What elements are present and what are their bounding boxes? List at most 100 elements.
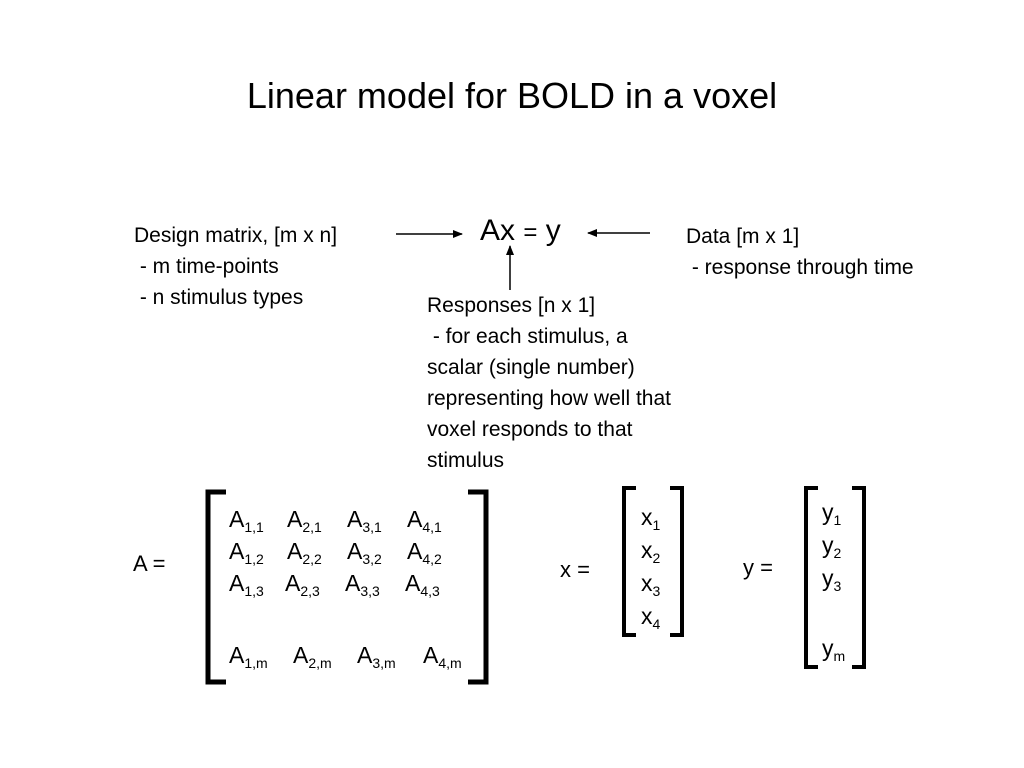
matrix-a-entry-subscript: 4,m [438, 655, 462, 671]
matrix-a-entry: A2,1 [287, 503, 322, 535]
vector-x-right-bracket [670, 486, 684, 637]
vector-y-row: ym [822, 632, 845, 665]
vector-x-entry-subscript: 2 [652, 550, 661, 566]
vector-x-entry-base: x [641, 537, 653, 563]
vector-y-entry-subscript: 2 [833, 545, 842, 561]
vector-y-left-bracket [804, 486, 818, 669]
responses-line: - for each stimulus, a [427, 325, 628, 348]
equation: Ax = y [480, 214, 561, 250]
matrix-a-label: A = [133, 551, 166, 576]
matrix-a-left-bracket [205, 489, 226, 685]
matrix-a-entry: A1,1 [229, 503, 264, 535]
equation-operator: = [523, 219, 538, 246]
matrix-a-entry-base: A [229, 506, 245, 532]
vector-y-entry-base: y [822, 565, 834, 591]
vector-y-row: y2 [822, 529, 841, 562]
responses-line: voxel responds to that [427, 418, 633, 441]
matrix-a-entry-subscript: 4,1 [422, 519, 442, 535]
matrix-a-entry: A2,3 [285, 567, 320, 599]
matrix-a-entry: A3,2 [347, 535, 382, 567]
vector-y-entry-subscript: m [833, 648, 846, 664]
vector-x-left-bracket [622, 486, 636, 637]
responses-line: Responses [n x 1] [427, 294, 596, 317]
vector-x-entry: x2 [641, 534, 660, 566]
vector-x-row: x2 [641, 534, 660, 567]
matrix-a-entry: A1,2 [229, 535, 264, 567]
matrix-a-entry-subscript: 1,3 [244, 583, 264, 599]
vector-x-row: x3 [641, 567, 660, 600]
matrix-a-entry-subscript: 4,2 [422, 551, 442, 567]
data-note: Data [m x 1] - response through time [686, 221, 914, 283]
matrix-a-entry-base: A [357, 642, 373, 668]
responses-line: representing how well that [427, 387, 671, 410]
matrix-a-entry-base: A [347, 538, 363, 564]
matrix-a-entry-subscript: 3,3 [360, 583, 380, 599]
matrix-a-entry: A4,3 [405, 567, 440, 599]
design-matrix-line: Design matrix, [m x n] [134, 224, 338, 247]
vector-x-entry: x3 [641, 567, 660, 599]
equation-lhs: Ax [480, 214, 516, 247]
matrix-a-entry: A1,3 [229, 567, 264, 599]
slide-title: Linear model for BOLD in a voxel [246, 75, 778, 116]
vector-y-row: y1 [822, 496, 841, 529]
design-matrix-note: Design matrix, [m x n] - m time-points -… [134, 220, 337, 313]
vector-y-entry-base: y [822, 532, 834, 558]
vector-x-entry: x1 [641, 501, 660, 533]
vector-x-label: x = [560, 557, 590, 582]
matrix-a-entry-subscript: 1,m [244, 655, 268, 671]
matrix-a-entry: A4,m [423, 639, 462, 671]
vector-y-row: y3 [822, 562, 841, 595]
matrix-a-entry-subscript: 1,1 [244, 519, 264, 535]
vector-y-entry: ym [822, 632, 845, 664]
matrix-a-entry-base: A [405, 570, 421, 596]
matrix-a-entry-base: A [347, 506, 363, 532]
matrix-a-entry-base: A [229, 538, 245, 564]
matrix-a-entry: A2,m [293, 639, 332, 671]
vector-y-entry-subscript: 3 [833, 578, 842, 594]
vector-y-entry: y2 [822, 529, 841, 561]
matrix-a-entry-subscript: 4,3 [420, 583, 440, 599]
vector-y-label: y = [743, 555, 773, 580]
matrix-a-entry: A3,3 [345, 567, 380, 599]
matrix-a-entry-base: A [407, 538, 423, 564]
matrix-a-entry: A3,1 [347, 503, 382, 535]
matrix-a-entry-subscript: 2,3 [300, 583, 320, 599]
equation-rhs: y [545, 214, 561, 247]
matrix-a-entry-subscript: 3,2 [362, 551, 382, 567]
responses-note: Responses [n x 1] - for each stimulus, a… [427, 290, 671, 476]
matrix-a-entry-base: A [345, 570, 361, 596]
vector-x-entry: x4 [641, 600, 660, 632]
matrix-a-entry-base: A [287, 538, 303, 564]
vector-x-row: x1 [641, 501, 660, 534]
vector-y-right-bracket [852, 486, 866, 669]
design-matrix-line: - m time-points [134, 255, 279, 278]
vector-x-row: x4 [641, 600, 660, 633]
matrix-a-entry-subscript: 1,2 [244, 551, 264, 567]
vector-y-entry: y1 [822, 496, 841, 528]
matrix-a-entry: A4,2 [407, 535, 442, 567]
matrix-a-entry-base: A [285, 570, 301, 596]
matrix-a-entry-subscript: 2,2 [302, 551, 322, 567]
matrix-a-entry-base: A [229, 570, 245, 596]
matrix-a-entry-base: A [293, 642, 309, 668]
vector-x-entry-base: x [641, 570, 653, 596]
matrix-a-entry-subscript: 3,1 [362, 519, 382, 535]
vector-x-entry-base: x [641, 504, 653, 530]
design-matrix-line: - n stimulus types [134, 286, 304, 309]
vector-y-entry-base: y [822, 635, 834, 661]
matrix-a-entry-base: A [287, 506, 303, 532]
matrix-a-entry: A3,m [357, 639, 396, 671]
responses-line: scalar (single number) [427, 356, 635, 379]
data-note-line: Data [m x 1] [686, 225, 800, 248]
data-note-line: - response through time [686, 256, 914, 279]
matrix-a-entry-base: A [229, 642, 245, 668]
vector-x-entry-subscript: 1 [652, 517, 661, 533]
vector-x-entry-subscript: 4 [652, 616, 661, 632]
matrix-a-entry-subscript: 3,m [372, 655, 396, 671]
matrix-a-entry: A1,m [229, 639, 268, 671]
matrix-a-entry: A4,1 [407, 503, 442, 535]
